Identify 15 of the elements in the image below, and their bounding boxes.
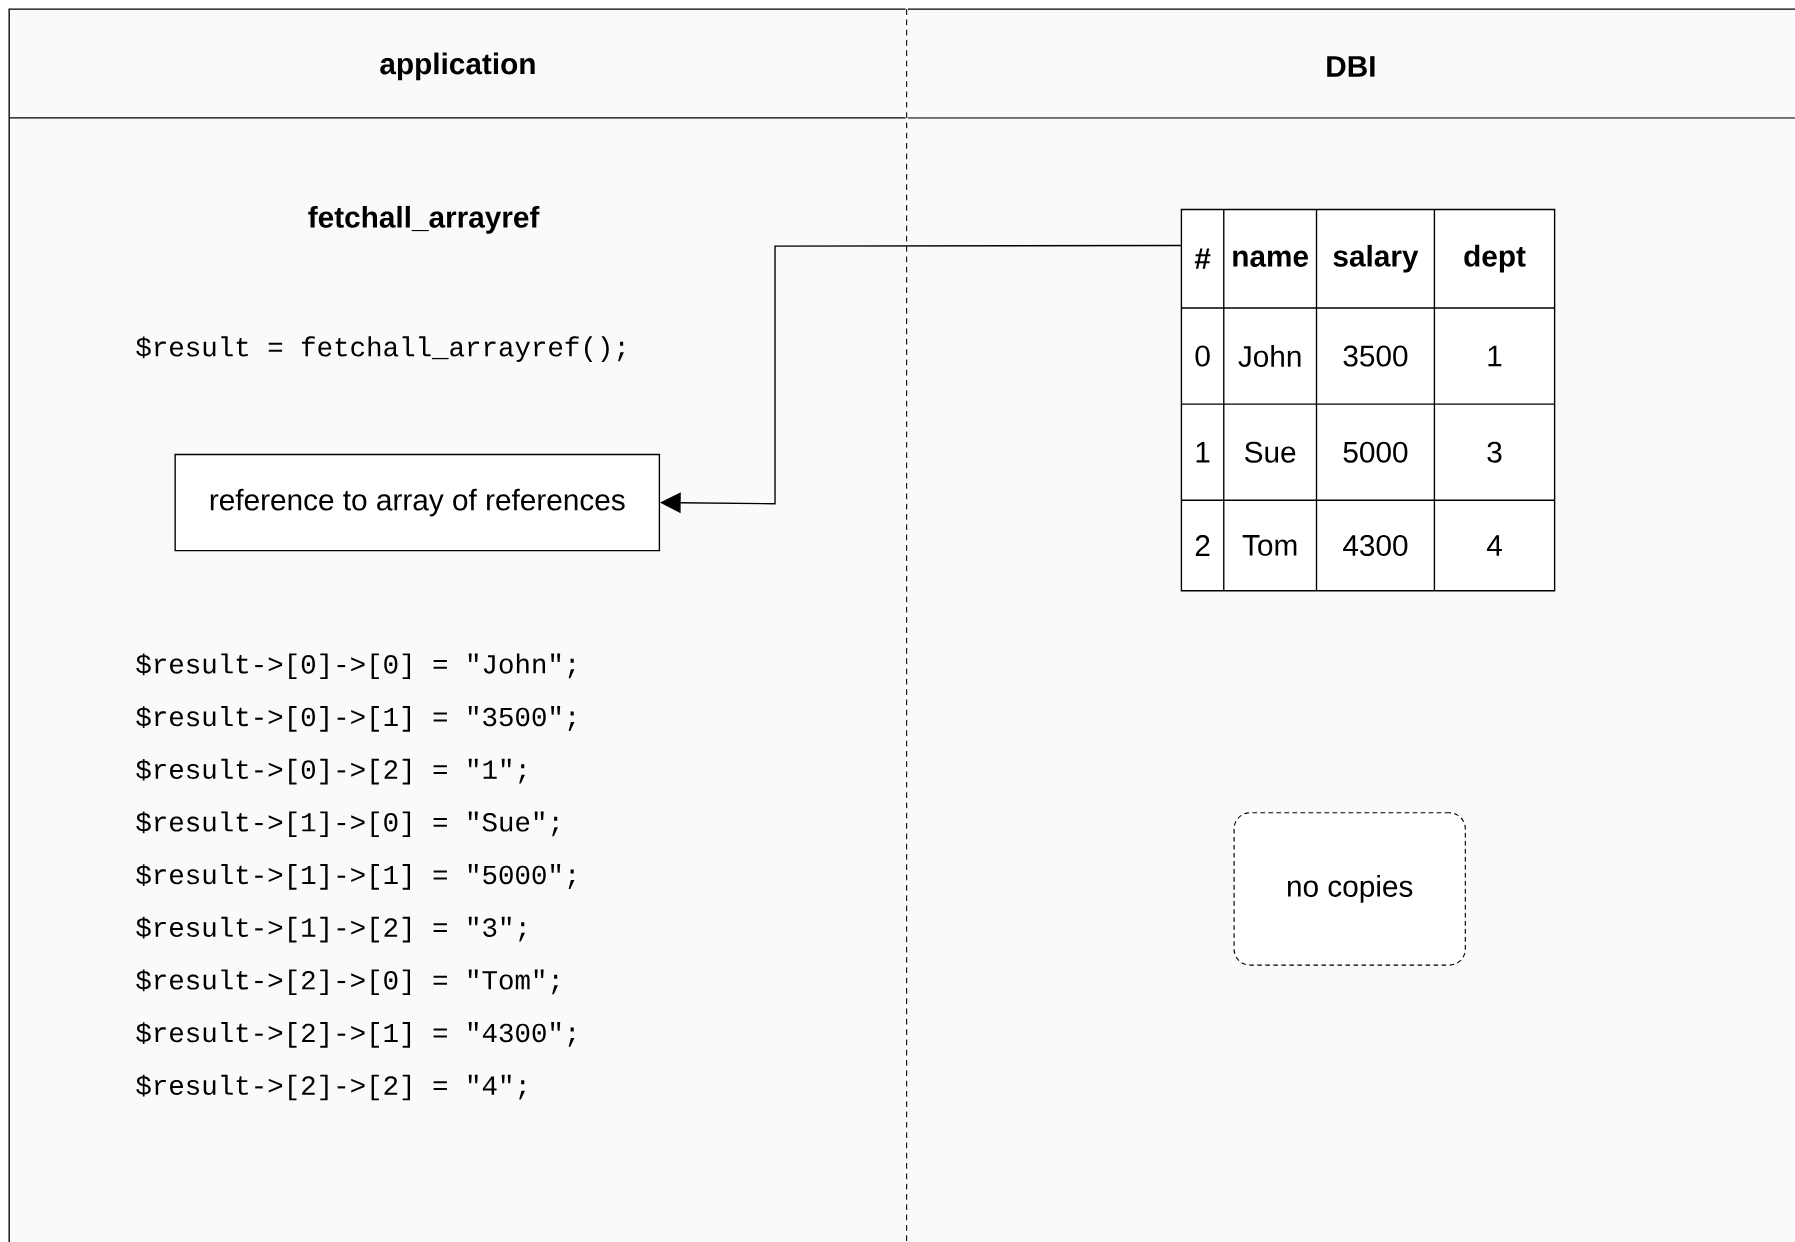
note-box: no copies — [1233, 812, 1466, 966]
reference-box: reference to array of references — [174, 453, 661, 552]
data-table: # name salary dept 0 John 3500 1 1 Sue 5000 3 2 Tom 4300 4 — [1180, 208, 1556, 592]
code-line: $result->[0]->[2] = "1"; — [136, 758, 525, 785]
code-line: $result->[2]->[2] = "4"; — [136, 1074, 525, 1101]
code-line: $result->[2]->[1] = "4300"; — [136, 1022, 575, 1048]
arrow — [660, 244, 1182, 514]
code-line: $result = fetchall_arrayref(); — [136, 336, 624, 362]
code-line: $result->[0]->[0] = "John"; — [136, 653, 575, 680]
code-line: $result->[1]->[0] = "Sue"; — [136, 811, 558, 838]
code-line: $result->[1]->[2] = "3"; — [136, 916, 525, 943]
code-line: $result->[0]->[1] = "3500"; — [136, 706, 575, 732]
code-line: $result->[1]->[1] = "5000"; — [136, 864, 575, 890]
code-line: $result->[2]->[0] = "Tom"; — [136, 969, 558, 995]
heading: fetchall_arrayref — [308, 205, 540, 234]
